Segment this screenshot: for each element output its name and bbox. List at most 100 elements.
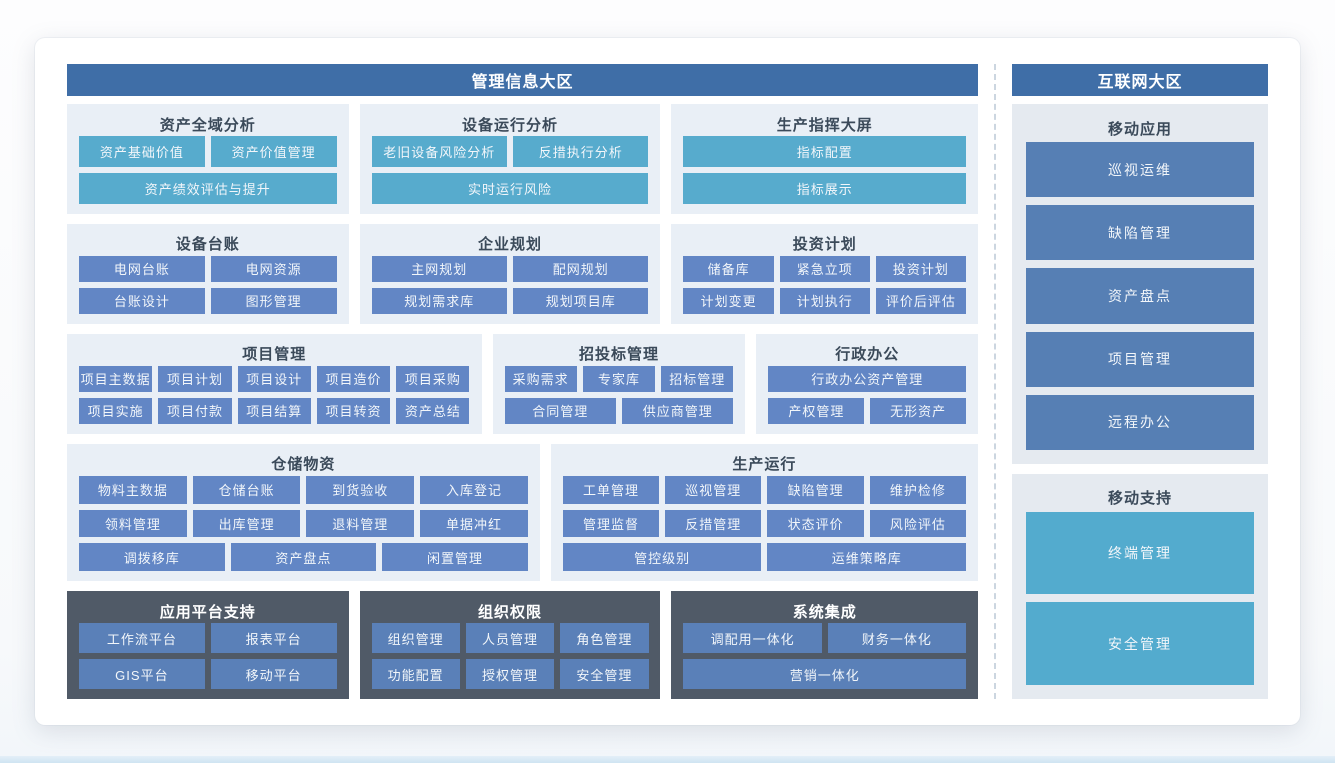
module-button[interactable]: 计划执行 xyxy=(779,287,870,314)
app-button[interactable]: 终端管理 xyxy=(1026,511,1254,595)
module-button[interactable]: 领料管理 xyxy=(79,509,187,538)
app-button[interactable]: 资产盘点 xyxy=(1026,268,1254,324)
module-button[interactable]: 紧急立项 xyxy=(779,255,870,282)
module-button[interactable]: 退料管理 xyxy=(306,509,415,538)
module-button[interactable]: 计划变更 xyxy=(683,287,774,314)
app-button[interactable]: 缺陷管理 xyxy=(1026,205,1254,261)
button-row: 项目实施项目付款项目结算项目转资资产总结 xyxy=(79,397,470,424)
module-button[interactable]: 规划项目库 xyxy=(513,287,649,314)
module-button[interactable]: 反措管理 xyxy=(665,509,762,538)
module-button[interactable]: 项目结算 xyxy=(237,397,311,424)
module-button[interactable]: 规划需求库 xyxy=(371,287,507,314)
module-button[interactable]: 台账设计 xyxy=(79,287,205,314)
module-button[interactable]: 产权管理 xyxy=(768,397,865,424)
section-title: 企业规划 xyxy=(477,236,542,254)
module-button[interactable]: 电网资源 xyxy=(210,255,337,282)
module-button[interactable]: 角色管理 xyxy=(560,623,649,654)
section-panel: 生产运行工单管理巡视管理缺陷管理维护检修管理监督反措管理状态评价风险评估管控级别… xyxy=(550,443,978,582)
section-title: 生产运行 xyxy=(732,456,797,474)
module-button[interactable]: 调配用一体化 xyxy=(683,623,822,654)
section-title: 行政办公 xyxy=(835,346,900,364)
module-button[interactable]: 反措执行分析 xyxy=(513,136,649,167)
module-button[interactable]: 评价后评估 xyxy=(875,287,966,314)
module-button[interactable]: 管控级别 xyxy=(562,543,762,572)
module-button[interactable]: GIS平台 xyxy=(79,659,205,690)
module-button[interactable]: 状态评价 xyxy=(767,509,864,538)
button-row: 管理监督反措管理状态评价风险评估 xyxy=(562,509,966,538)
module-button[interactable]: 到货验收 xyxy=(306,475,415,504)
module-button[interactable]: 无形资产 xyxy=(870,397,966,424)
module-button[interactable]: 仓储台账 xyxy=(192,475,301,504)
module-button[interactable]: 采购需求 xyxy=(504,365,577,392)
module-button[interactable]: 闲置管理 xyxy=(382,543,528,572)
module-button[interactable]: 资产绩效评估与提升 xyxy=(79,172,337,204)
module-button[interactable]: 物料主数据 xyxy=(79,475,187,504)
module-button[interactable]: 维护检修 xyxy=(869,475,966,504)
module-button[interactable]: 运维策略库 xyxy=(767,543,966,572)
module-button[interactable]: 资产基础价值 xyxy=(79,136,205,167)
app-button[interactable]: 项目管理 xyxy=(1026,331,1254,387)
module-button[interactable]: 单据冲红 xyxy=(420,509,528,538)
module-button[interactable]: 财务一体化 xyxy=(827,623,967,654)
module-button[interactable]: 巡视管理 xyxy=(665,475,762,504)
module-button[interactable]: 项目造价 xyxy=(316,365,391,392)
module-button[interactable]: 供应商管理 xyxy=(621,397,734,424)
module-button[interactable]: 营销一体化 xyxy=(683,659,966,690)
architecture-card: 管理信息大区 资产全域分析资产基础价值资产价值管理资产绩效评估与提升设备运行分析… xyxy=(35,38,1300,725)
module-button[interactable]: 配网规划 xyxy=(513,255,649,282)
button-row: 资产基础价值资产价值管理 xyxy=(79,136,337,167)
module-button[interactable]: 储备库 xyxy=(683,255,774,282)
module-button[interactable]: 风险评估 xyxy=(869,509,966,538)
module-button[interactable]: 出库管理 xyxy=(192,509,301,538)
app-button[interactable]: 安全管理 xyxy=(1026,602,1254,685)
module-button[interactable]: 行政办公资产管理 xyxy=(768,365,966,392)
module-button[interactable]: 安全管理 xyxy=(560,659,649,690)
right-section-panel: 移动应用巡视运维缺陷管理资产盘点项目管理远程办公 xyxy=(1012,104,1268,464)
section-panel: 设备台账电网台账电网资源台账设计图形管理 xyxy=(67,223,349,324)
module-button[interactable]: 组织管理 xyxy=(371,623,460,654)
module-button[interactable]: 功能配置 xyxy=(371,659,460,690)
module-button[interactable]: 老旧设备风险分析 xyxy=(371,136,507,167)
module-button[interactable]: 工作流平台 xyxy=(79,623,205,654)
button-row: 调拨移库资产盘点闲置管理 xyxy=(79,543,528,572)
module-button[interactable]: 管理监督 xyxy=(562,509,660,538)
app-button[interactable]: 巡视运维 xyxy=(1026,142,1254,198)
module-button[interactable]: 资产总结 xyxy=(396,397,470,424)
module-button[interactable]: 授权管理 xyxy=(465,659,555,690)
module-button[interactable]: 实时运行风险 xyxy=(371,172,649,204)
module-button[interactable]: 调拨移库 xyxy=(79,543,225,572)
module-button[interactable]: 指标展示 xyxy=(683,172,966,204)
module-button[interactable]: 项目转资 xyxy=(316,397,391,424)
module-button[interactable]: 项目实施 xyxy=(79,397,153,424)
module-button[interactable]: 项目付款 xyxy=(158,397,232,424)
module-button[interactable]: 资产盘点 xyxy=(230,543,377,572)
app-button[interactable]: 远程办公 xyxy=(1026,394,1254,450)
section-panel: 设备运行分析老旧设备风险分析反措执行分析实时运行风险 xyxy=(359,104,661,214)
module-button[interactable]: 主网规划 xyxy=(371,255,507,282)
module-button[interactable]: 项目采购 xyxy=(396,365,470,392)
module-button[interactable]: 项目设计 xyxy=(237,365,311,392)
module-button[interactable]: 缺陷管理 xyxy=(767,475,864,504)
module-button[interactable]: 专家库 xyxy=(582,365,656,392)
module-button[interactable]: 图形管理 xyxy=(210,287,337,314)
module-button[interactable]: 合同管理 xyxy=(504,397,616,424)
button-rows: 工单管理巡视管理缺陷管理维护检修管理监督反措管理状态评价风险评估管控级别运维策略… xyxy=(562,475,966,572)
module-button[interactable]: 移动平台 xyxy=(210,659,337,690)
module-button[interactable]: 招标管理 xyxy=(661,365,734,392)
button-row: 物料主数据仓储台账到货验收入库登记 xyxy=(79,475,528,504)
section-panel: 资产全域分析资产基础价值资产价值管理资产绩效评估与提升 xyxy=(67,104,349,214)
module-button[interactable]: 电网台账 xyxy=(79,255,205,282)
module-button[interactable]: 报表平台 xyxy=(210,623,337,654)
module-button[interactable]: 投资计划 xyxy=(875,255,966,282)
button-row: 电网台账电网资源 xyxy=(79,255,337,282)
button-row: 调配用一体化财务一体化 xyxy=(683,623,967,654)
module-button[interactable]: 资产价值管理 xyxy=(210,136,337,167)
module-button[interactable]: 指标配置 xyxy=(683,136,966,167)
section-title: 系统集成 xyxy=(792,603,857,621)
module-button[interactable]: 项目计划 xyxy=(158,365,232,392)
module-button[interactable]: 项目主数据 xyxy=(79,365,153,392)
module-button[interactable]: 人员管理 xyxy=(465,623,555,654)
module-button[interactable]: 入库登记 xyxy=(420,475,528,504)
module-button[interactable]: 工单管理 xyxy=(562,475,660,504)
